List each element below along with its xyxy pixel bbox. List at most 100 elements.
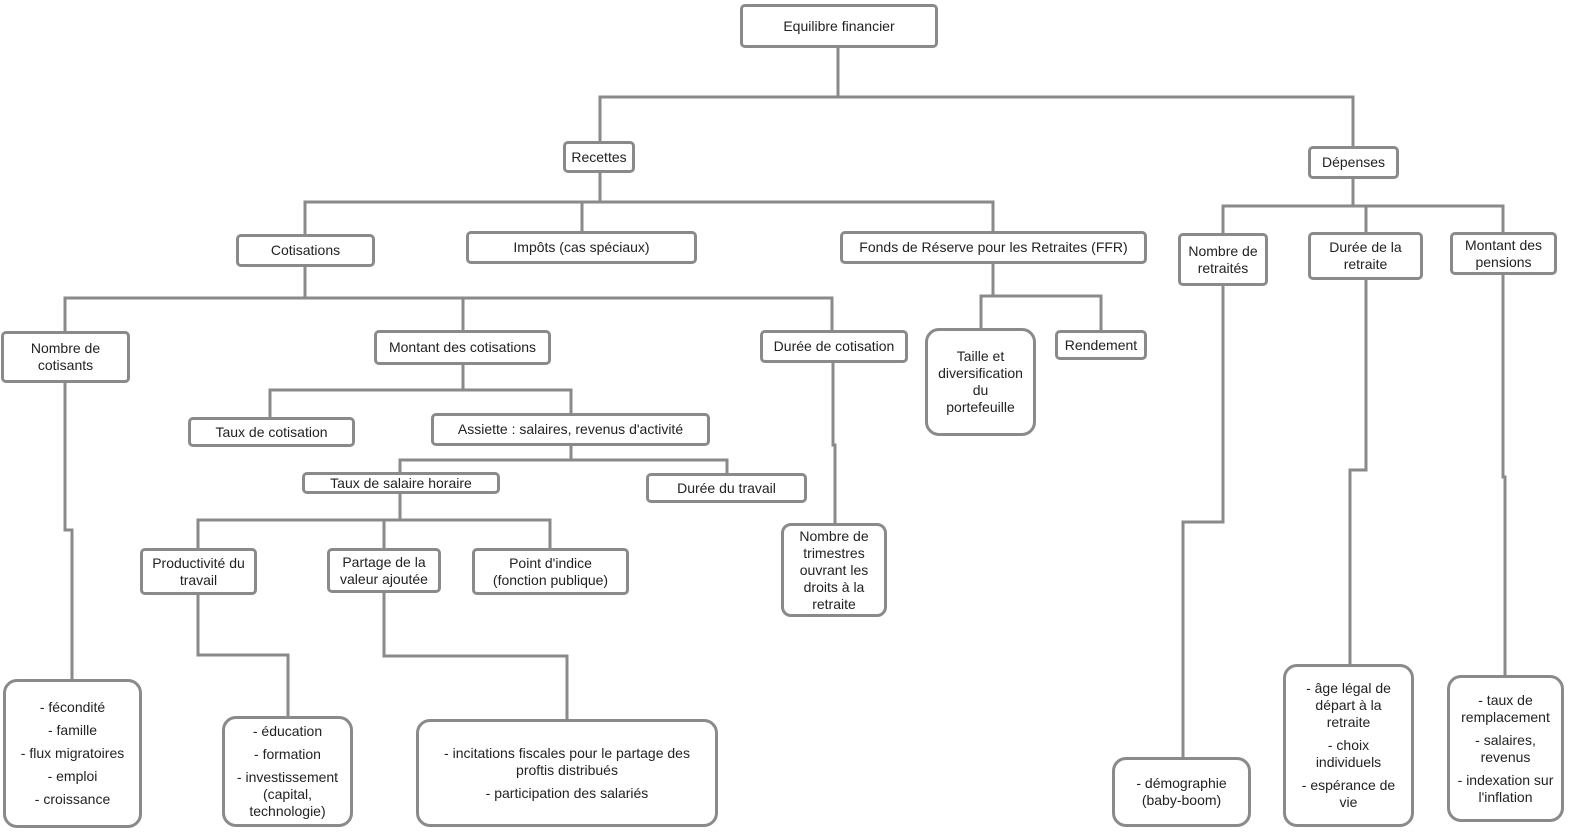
node-impots: Impôts (cas spéciaux) — [466, 231, 697, 264]
node-text-line: Fonds de Réserve pour les Retraites (FFR… — [859, 239, 1128, 255]
node-facteurs-productivite: - éducation - formation - investissement(c… — [222, 716, 353, 827]
connector-line — [268, 364, 465, 418]
connector-line — [196, 493, 402, 549]
node-facteurs-partage: - incitations fiscales pour le partage d… — [416, 719, 718, 827]
node-duree-cotisation: Durée de cotisation — [760, 330, 908, 363]
connector-line — [831, 362, 837, 524]
node-text-line: Taux de cotisation — [215, 423, 328, 440]
node-text-line: - incitations fiscales pour le partage d… — [444, 744, 690, 761]
node-text-line: trimestres — [803, 544, 865, 561]
node-text-line: du — [972, 382, 989, 398]
node-text-line: retraite — [1343, 256, 1388, 272]
node-text-line: retraite — [1326, 714, 1371, 730]
connector-line — [400, 518, 552, 549]
node-text-line: - formation — [254, 746, 321, 762]
node-text-line: Partage de la — [342, 553, 426, 570]
node-equilibre-financier: Equilibre financier — [740, 4, 938, 48]
node-text-line: Recettes — [571, 148, 627, 165]
node-text-line: individuels — [1315, 754, 1382, 770]
connector-line — [63, 382, 74, 680]
node-fonds-reserve-retraites: Fonds de Réserve pour les Retraites (FFR… — [840, 231, 1147, 264]
node-text-line: - investissement — [236, 769, 339, 785]
node-text-line: cotisants — [37, 357, 94, 373]
connector-line — [1353, 204, 1505, 233]
node-text-line: retraités — [1197, 259, 1249, 276]
node-text-line: l'inflation — [1478, 788, 1533, 805]
node-text-line: proftis distribués — [516, 761, 618, 778]
connector-line — [63, 266, 307, 332]
node-text-line: - démographie — [1136, 775, 1227, 791]
node-taux-salaire-horaire: Taux de salaire horaire — [302, 472, 500, 494]
node-text-line: - flux migratoires — [20, 745, 125, 761]
node-text-line: - choix — [1327, 737, 1370, 753]
node-text-line: départ à la — [1315, 697, 1382, 713]
node-text-line: diversification — [938, 365, 1023, 381]
node-text-line: Montant des — [1464, 236, 1543, 253]
node-text-line: travail — [179, 571, 218, 588]
node-facteurs-retraites: - démographie(baby-boom) — [1112, 757, 1251, 827]
node-text-line: (capital, — [262, 786, 313, 802]
node-point-indice: Point d'indice(fonction publique) — [472, 548, 629, 595]
node-text-line: Cotisations — [270, 242, 341, 258]
node-text-line: - taux de — [1478, 691, 1533, 708]
connector-line — [398, 446, 573, 473]
node-text-line: valeur ajoutée — [340, 570, 428, 587]
node-text-line: ouvrant les — [799, 561, 869, 578]
connector-line — [196, 594, 290, 717]
node-text-line: Durée du travail — [677, 479, 776, 496]
node-facteurs-cotisants: - fécondité- famille- flux migratoires- … — [3, 679, 142, 828]
connector-line — [305, 296, 834, 331]
node-text-line: Durée de la — [1329, 239, 1402, 255]
connector-line — [598, 47, 840, 142]
node-text-line: - fécondité — [39, 699, 106, 715]
connector-line — [979, 263, 995, 329]
connector-line — [382, 592, 569, 720]
node-depenses: Dépenses — [1308, 146, 1399, 179]
node-text-line: revenus — [1480, 748, 1531, 765]
node-text-line: Impôts (cas spéciaux) — [513, 239, 650, 255]
node-text-line: - participation des salariés — [485, 784, 649, 801]
connector-line — [993, 294, 1103, 331]
node-text-line: droits à la — [803, 578, 865, 595]
node-text-line: - emploi — [47, 768, 98, 784]
node-text-line: (baby-boom) — [1141, 792, 1222, 808]
node-text-line: Rendement — [1064, 336, 1138, 353]
node-text-line: Taille et — [956, 348, 1005, 364]
node-text-line: - éducation — [252, 723, 323, 739]
node-taux-cotisation: Taux de cotisation — [188, 417, 355, 447]
node-text-line: portefeuille — [946, 399, 1015, 415]
node-text-line: - croissance — [34, 791, 111, 807]
node-text-line: technologie) — [249, 803, 326, 819]
node-duree-travail: Durée du travail — [646, 473, 807, 503]
node-text-line: - âge légal de — [1306, 680, 1391, 696]
node-text-line: Point d'indice — [509, 554, 592, 571]
node-rendement: Rendement — [1055, 330, 1147, 360]
node-text-line: pensions — [1475, 253, 1532, 270]
node-text-line: Nombre de — [799, 527, 869, 544]
node-text-line: vie — [1339, 794, 1358, 810]
node-text-line: remplacement — [1461, 708, 1550, 725]
connector-line — [838, 95, 1355, 147]
connector-line — [1501, 274, 1507, 676]
node-text-line: Assiette : salaires, revenus d'activité — [457, 421, 684, 437]
node-text-line: Taux de salaire horaire — [330, 474, 472, 491]
connector-line — [600, 200, 995, 232]
node-text-line: Nombre de — [30, 340, 101, 356]
node-text-line: retraite — [812, 595, 856, 612]
node-assiette: Assiette : salaires, revenus d'activité — [431, 413, 710, 446]
node-recettes: Recettes — [563, 141, 635, 173]
node-montant-cotisations: Montant des cotisations — [374, 330, 551, 365]
node-text-line: - indexation sur — [1457, 771, 1554, 788]
connector-line — [463, 388, 573, 414]
node-text-line: Nombre de — [1188, 242, 1258, 259]
